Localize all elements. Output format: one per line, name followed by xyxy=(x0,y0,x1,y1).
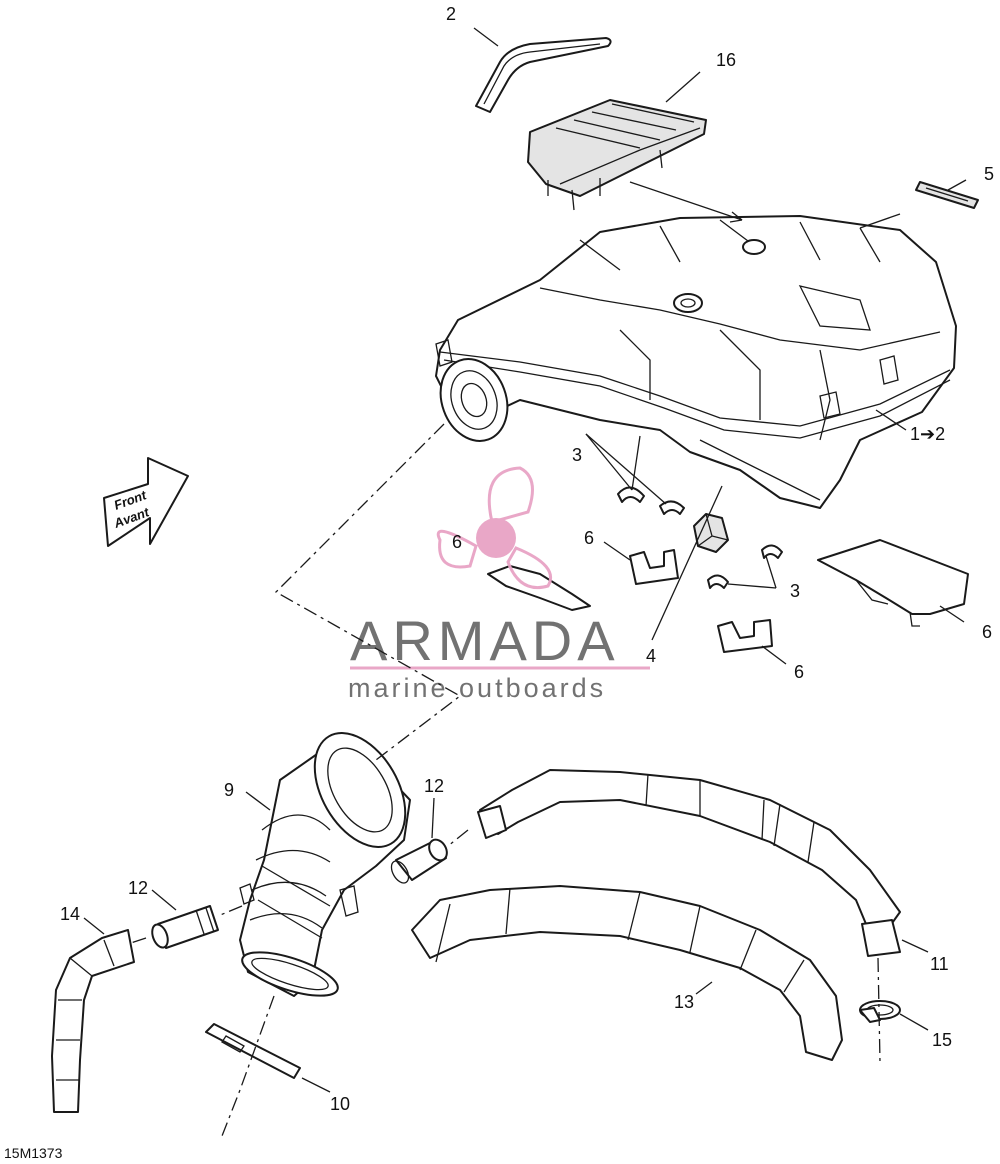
part-6-bracket-b xyxy=(717,619,773,653)
callout-3-right: 3 xyxy=(790,581,800,601)
callout-16: 16 xyxy=(716,50,736,70)
callout-9: 9 xyxy=(224,780,234,800)
callout-2: 2 xyxy=(446,4,456,24)
leader-lines xyxy=(83,27,967,1093)
part-10-clamp-band xyxy=(205,1023,301,1079)
propeller-logo-icon xyxy=(436,466,552,589)
armada-watermark: ARMADA marine outboards xyxy=(348,466,650,703)
figure-code: 15M1373 xyxy=(4,1145,63,1161)
part-3-clip-b xyxy=(659,500,685,515)
front-direction-arrow: Front Avant xyxy=(103,457,189,547)
part-15-clamp xyxy=(859,1000,901,1023)
callouts: 2 16 5 1➔2 3 6 6 3 6 4 6 9 12 12 14 11 1… xyxy=(60,4,994,1114)
part-3-clip-c xyxy=(761,544,783,559)
part-2-seal xyxy=(475,37,612,113)
callout-1-to-2: 1➔2 xyxy=(910,424,945,444)
part-12-fitting-right xyxy=(390,838,448,884)
brand-tagline: marine outboards xyxy=(348,673,606,703)
callout-12-left: 12 xyxy=(128,878,148,898)
callout-6-b: 6 xyxy=(452,532,462,552)
callout-6-d: 6 xyxy=(794,662,804,682)
callout-6-c: 6 xyxy=(982,622,992,642)
callout-11: 11 xyxy=(930,954,949,974)
callout-15: 15 xyxy=(932,1030,952,1050)
part-12-fitting-left xyxy=(151,905,219,949)
callout-10: 10 xyxy=(330,1094,350,1114)
part-13-hose xyxy=(411,885,843,1061)
part-11-hose xyxy=(477,769,901,957)
callout-6-a: 6 xyxy=(584,528,594,548)
part-9-intake-duct xyxy=(239,732,411,997)
part-6-bracket-a xyxy=(629,549,679,585)
brand-name: ARMADA xyxy=(350,609,620,672)
assembly-lines xyxy=(127,423,881,1137)
callout-13: 13 xyxy=(674,992,694,1012)
callout-14: 14 xyxy=(60,904,80,924)
callout-4: 4 xyxy=(646,646,656,666)
part-6-heat-shield-right xyxy=(817,539,969,627)
part-1-airbox xyxy=(435,215,957,509)
part-5-label xyxy=(915,181,979,209)
part-14-hose xyxy=(51,929,135,1113)
part-4-grommet xyxy=(693,513,729,553)
callout-3-left: 3 xyxy=(572,445,582,465)
callout-5: 5 xyxy=(984,164,994,184)
callout-12-right: 12 xyxy=(424,776,444,796)
part-3-clip-d xyxy=(707,574,729,589)
part-3-clip-a xyxy=(617,486,645,503)
part-16-filter-cover xyxy=(527,99,707,211)
